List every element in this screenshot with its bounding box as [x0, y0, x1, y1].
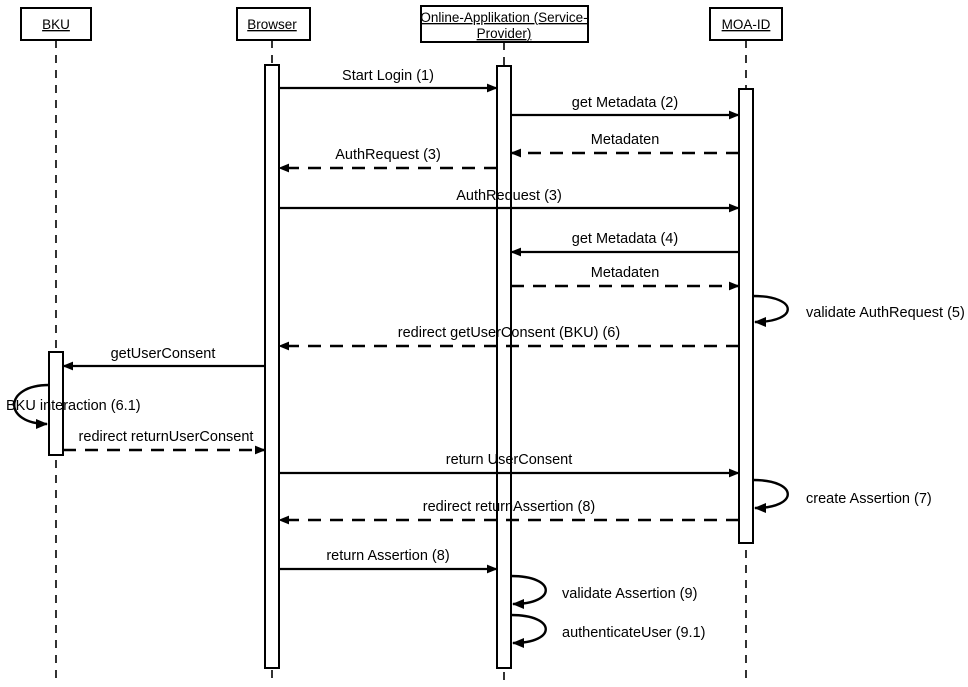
self-message-2[interactable]: BKU interaction (6.1) [6, 383, 141, 429]
self-message-5[interactable]: authenticateUser (9.1) [510, 613, 705, 648]
message-label-10: redirect returnUserConsent [79, 429, 254, 445]
message-10[interactable]: redirect returnUserConsent [63, 429, 266, 455]
message-11[interactable]: return UserConsent [279, 452, 740, 478]
participant-bku[interactable]: BKU [20, 7, 92, 41]
participant-box-bku[interactable] [20, 7, 92, 41]
message-label-7: Metadaten [591, 265, 660, 281]
message-8[interactable]: redirect getUserConsent (BKU) (6) [278, 325, 739, 351]
participant-moaid[interactable]: MOA-ID [709, 7, 783, 41]
participant-label-oa-line2: Provider) [477, 26, 532, 41]
message-4[interactable]: AuthRequest (3) [278, 147, 497, 173]
self-message-label-1: validate AuthRequest (5) [806, 305, 965, 321]
participant-label-bku: BKU [42, 17, 70, 32]
message-label-6: get Metadata (4) [572, 231, 678, 247]
message-9[interactable]: getUserConsent [62, 346, 265, 371]
message-5[interactable]: AuthRequest (3) [279, 188, 740, 213]
message-label-2: get Metadata (2) [572, 95, 678, 111]
self-message-arc-1 [752, 294, 789, 327]
participant-box-browser[interactable] [236, 7, 311, 41]
message-label-5: AuthRequest (3) [456, 188, 562, 204]
message-7[interactable]: Metadaten [511, 265, 740, 291]
message-label-8: redirect getUserConsent (BKU) (6) [398, 325, 620, 341]
messages-layer: Start Login (1) get Metadata (2) Metadaten… [62, 68, 740, 574]
message-label-11: return UserConsent [446, 452, 573, 468]
activation-bar-browser [264, 64, 280, 669]
self-message-3[interactable]: create Assertion (7) [752, 478, 932, 513]
activation-bar-bku [48, 351, 64, 456]
participant-label-oa-line1: Online-Applikation (Service- [420, 10, 587, 25]
message-6[interactable]: get Metadata (4) [510, 231, 739, 257]
message-12[interactable]: redirect returnAssertion (8) [278, 499, 739, 525]
participant-oa[interactable]: Online-Applikation (Service-Provider) [420, 5, 589, 43]
message-label-1: Start Login (1) [342, 68, 434, 84]
participant-boxes-layer: BKU Browser Online-Applikation (Service-Pr… [20, 5, 783, 43]
message-1[interactable]: Start Login (1) [279, 68, 498, 93]
activation-bar-oa [496, 65, 512, 669]
self-message-arc-4 [510, 574, 547, 609]
participant-browser[interactable]: Browser [236, 7, 311, 41]
self-message-label-5: authenticateUser (9.1) [562, 625, 705, 641]
self-messages-layer: validate AuthRequest (5) BKU interaction … [6, 294, 965, 648]
self-message-label-4: validate Assertion (9) [562, 586, 697, 602]
message-label-12: redirect returnAssertion (8) [423, 499, 595, 515]
message-label-13: return Assertion (8) [326, 548, 449, 564]
message-label-3: Metadaten [591, 132, 660, 148]
activation-bar-moaid [738, 88, 754, 544]
self-message-arc-5 [510, 613, 547, 648]
participant-label-moaid: MOA-ID [722, 17, 771, 32]
activations-layer [48, 64, 754, 669]
participant-label-browser: Browser [247, 17, 297, 32]
participant-box-oa[interactable] [420, 5, 589, 43]
self-message-label-2: BKU interaction (6.1) [6, 398, 141, 414]
message-label-9: getUserConsent [111, 346, 216, 362]
self-message-label-3: create Assertion (7) [806, 491, 932, 507]
self-message-1[interactable]: validate AuthRequest (5) [752, 294, 965, 327]
message-3[interactable]: Metadaten [510, 132, 739, 158]
message-label-4: AuthRequest (3) [335, 147, 441, 163]
message-13[interactable]: return Assertion (8) [279, 548, 498, 574]
self-message-4[interactable]: validate Assertion (9) [510, 574, 697, 609]
self-message-arc-3 [752, 478, 789, 513]
self-message-arc-2 [13, 383, 50, 429]
participant-box-moaid[interactable] [709, 7, 783, 41]
message-2[interactable]: get Metadata (2) [511, 95, 740, 120]
